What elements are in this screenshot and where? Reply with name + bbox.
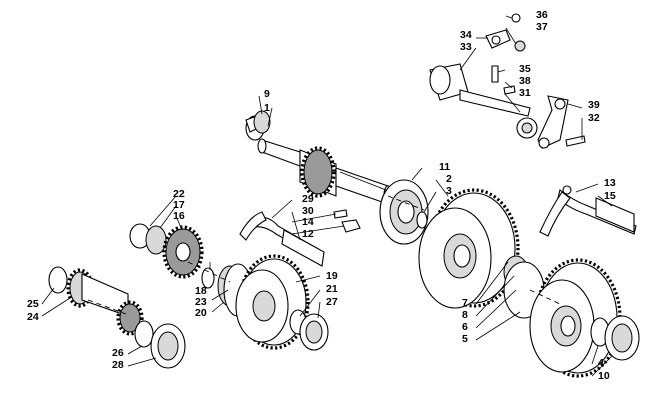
callout-25: 25	[27, 298, 39, 310]
callout-2: 2	[446, 173, 452, 185]
callout-38: 38	[519, 75, 531, 87]
callout-27: 27	[326, 296, 338, 308]
callout-35: 35	[519, 63, 531, 75]
center-left-gear	[201, 254, 329, 351]
right-gear	[503, 255, 640, 378]
shift-fork-center	[239, 209, 361, 267]
callout-21: 21	[326, 283, 338, 295]
callout-11: 11	[439, 161, 450, 173]
callout-33: 33	[460, 41, 472, 53]
callout-7: 7	[462, 297, 468, 309]
callout-30: 30	[302, 205, 314, 217]
callout-19: 19	[326, 270, 338, 282]
callout-31: 31	[519, 87, 531, 99]
callout-10: 10	[598, 370, 610, 382]
callout-12: 12	[302, 228, 314, 240]
callout-9: 9	[264, 88, 270, 100]
callout-26: 26	[112, 347, 124, 359]
callout-6: 6	[462, 321, 468, 333]
countershaft	[48, 266, 186, 369]
callout-20: 20	[195, 307, 207, 319]
callout-14: 14	[302, 216, 314, 228]
callout-23: 23	[195, 296, 207, 308]
main-bearing	[379, 179, 429, 245]
callout-32: 32	[588, 112, 600, 124]
callout-24: 24	[27, 311, 39, 323]
callout-labels: 9 1 34 33 36 37 35 38 31 39 32 11 2 3 13…	[27, 9, 616, 382]
callout-3: 3	[446, 185, 452, 197]
needle-bearing	[245, 110, 271, 141]
large-gear-center	[418, 188, 520, 309]
left-gear-stack	[129, 223, 204, 279]
callout-16: 16	[173, 210, 185, 222]
callout-22: 22	[173, 188, 185, 200]
callout-8: 8	[462, 309, 468, 321]
callout-37: 37	[536, 21, 548, 33]
callout-29: 29	[302, 193, 314, 205]
assembly-guides	[87, 195, 561, 315]
shift-fork-right	[539, 185, 637, 237]
callout-34: 34	[460, 29, 472, 41]
selector-assembly	[429, 13, 586, 149]
callout-18: 18	[195, 285, 207, 297]
callout-4: 4	[598, 357, 604, 369]
leader-lines	[41, 15, 613, 377]
callout-1: 1	[264, 102, 270, 114]
callout-15: 15	[604, 190, 616, 202]
main-shaft	[257, 138, 393, 205]
callout-5: 5	[462, 333, 468, 345]
callout-39: 39	[588, 99, 600, 111]
callout-28: 28	[112, 359, 124, 371]
callout-17: 17	[173, 199, 185, 211]
callout-36: 36	[536, 9, 548, 21]
callout-13: 13	[604, 177, 616, 189]
